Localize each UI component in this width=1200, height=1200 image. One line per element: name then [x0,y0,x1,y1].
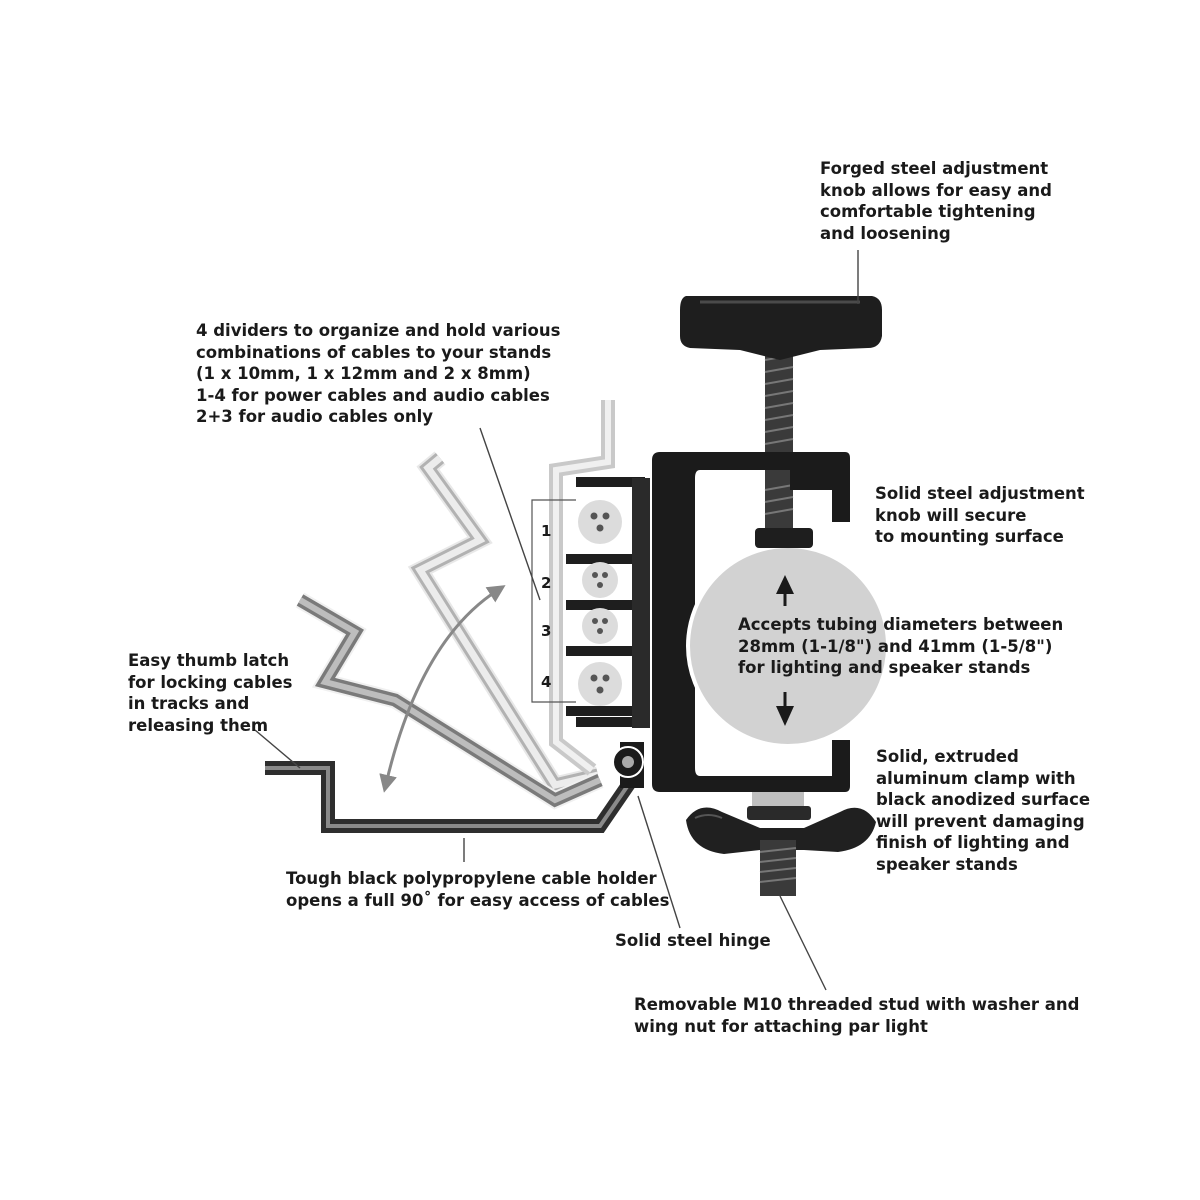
t-knob [680,296,882,360]
callout-secure: Solid steel adjustment knob will secure … [875,484,1085,546]
cable-sections [578,500,622,706]
slot-number-4: 4 [541,673,551,691]
callout-stud: Removable M10 threaded stud with washer … [634,995,1080,1036]
callout-hinge: Solid steel hinge [615,931,771,950]
cable-holder-mid-position [295,592,604,810]
slot-number-3: 3 [541,622,551,640]
cable-holder-fully-open [265,761,641,833]
diameter-arrows [776,575,794,726]
callout-dividers: 4 dividers to organize and hold various … [196,321,561,426]
threaded-rod [764,345,794,550]
leader-lines [254,250,859,991]
cable-holder-open-position [407,451,600,795]
hinge [612,742,644,788]
callout-tubing: Accepts tubing diameters between 28mm (1… [738,615,1064,677]
callout-holder: Tough black polypropylene cable holder o… [286,869,670,910]
swing-arrow [379,585,506,793]
slot-number-2: 2 [541,574,551,592]
cable-holder-closed-position [549,400,615,776]
slot-number-1: 1 [541,522,551,540]
slot-bracket [531,499,576,703]
tightening-puck [755,528,813,548]
callout-latch: Easy thumb latch for locking cables in t… [128,651,293,735]
stud-assembly [686,792,876,896]
callout-knob: Forged steel adjustment knob allows for … [820,159,1052,243]
callout-clamp: Solid, extruded aluminum clamp with blac… [876,747,1091,874]
